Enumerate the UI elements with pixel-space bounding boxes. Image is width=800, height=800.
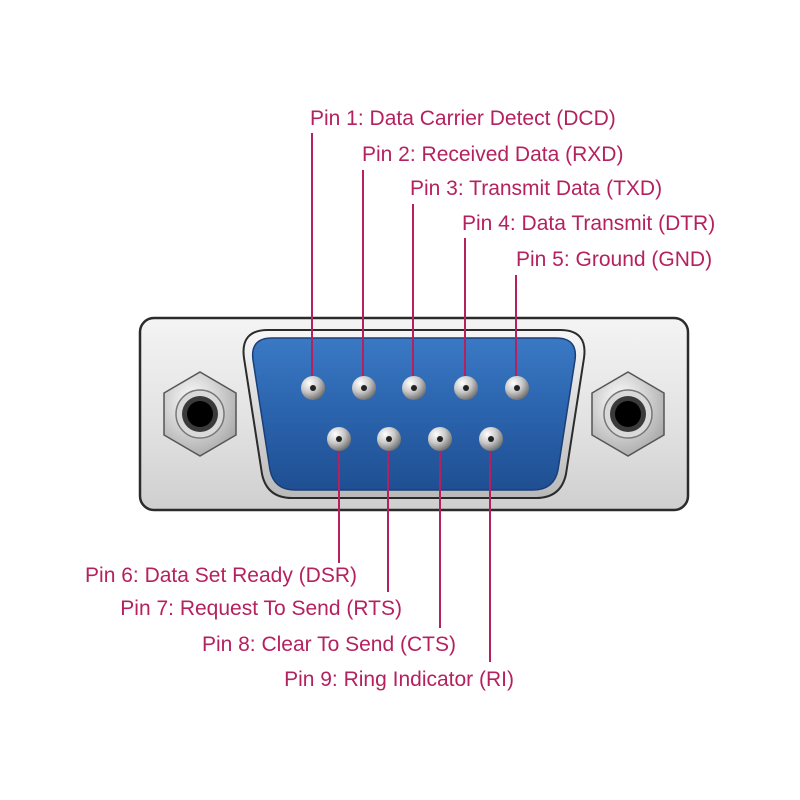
pin-7 [377, 427, 401, 451]
pin-9 [479, 427, 503, 451]
pin-5 [505, 376, 529, 400]
pin-3-label: Pin 3: Transmit Data (TXD) [410, 177, 662, 200]
pin-9-label: Pin 9: Ring Indicator (RI) [284, 668, 514, 691]
pin-2 [352, 376, 376, 400]
pin-8-label: Pin 8: Clear To Send (CTS) [202, 633, 456, 656]
pin-1-label: Pin 1: Data Carrier Detect (DCD) [310, 107, 616, 130]
right-screw-nut [591, 371, 665, 457]
pin-6 [327, 427, 351, 451]
pin-2-label: Pin 2: Received Data (RXD) [362, 143, 623, 166]
pin-7-label: Pin 7: Request To Send (RTS) [120, 597, 402, 620]
pin-5-label: Pin 5: Ground (GND) [516, 248, 712, 271]
connector-insulator [251, 337, 577, 491]
pin-8 [428, 427, 452, 451]
pin-3 [402, 376, 426, 400]
pin-4 [454, 376, 478, 400]
left-screw-nut [163, 371, 237, 457]
pin-4-label: Pin 4: Data Transmit (DTR) [462, 212, 715, 235]
pin-1 [301, 376, 325, 400]
pin-6-label: Pin 6: Data Set Ready (DSR) [85, 564, 357, 587]
